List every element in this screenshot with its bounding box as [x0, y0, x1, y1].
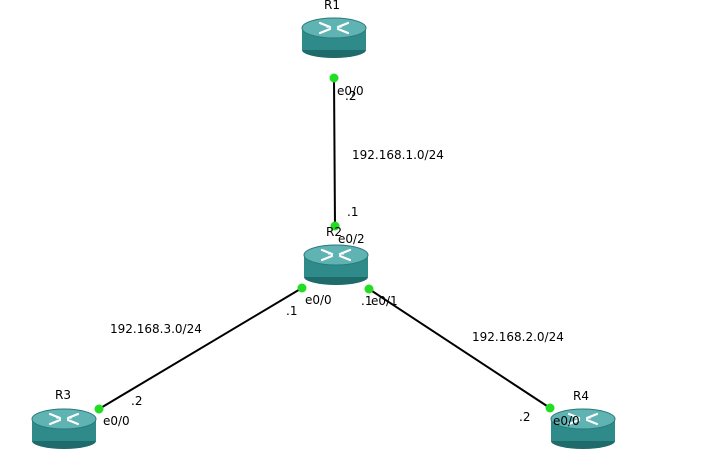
port-status-dot	[297, 283, 307, 293]
interface-label-r2-e02: e0/2	[338, 232, 365, 246]
interface-label-r2-e01: e0/1	[371, 294, 398, 308]
link-r1-r2[interactable]	[333, 77, 336, 227]
interface-label-r4: e0/0	[553, 414, 580, 428]
router-r2[interactable]	[302, 243, 370, 287]
host-label-r2-e02: .1	[347, 205, 359, 219]
port-status-dot	[364, 284, 374, 294]
router-icon	[300, 16, 368, 60]
interface-label-r1: e0/0	[337, 84, 364, 98]
port-status-dot	[545, 403, 555, 413]
links	[98, 77, 551, 410]
router-icon	[302, 243, 370, 287]
interface-label-r3: e0/0	[103, 414, 130, 428]
link-r2-r3[interactable]	[98, 287, 303, 410]
link-r2-r4[interactable]	[368, 288, 551, 409]
router-name-r1: R1	[324, 0, 340, 12]
router-icon	[30, 407, 98, 451]
router-name-r2: R2	[326, 225, 342, 239]
host-label-r2-e01: .1	[361, 294, 373, 308]
port-status-dot	[329, 73, 339, 83]
interface-label-r2-e00: e0/0	[305, 293, 332, 307]
host-label-r1: .2	[345, 89, 357, 103]
network-label-1: 192.168.1.0/24	[352, 148, 444, 162]
router-r1[interactable]	[300, 16, 368, 60]
host-label-r3: .2	[131, 394, 143, 408]
port-status-dot	[330, 221, 340, 231]
router-name-r3: R3	[55, 388, 71, 402]
port-status-dot	[94, 404, 104, 414]
router-r3[interactable]	[30, 407, 98, 451]
network-label-3: 192.168.3.0/24	[110, 322, 202, 336]
host-label-r4: .2	[519, 410, 531, 424]
router-name-r4: R4	[573, 389, 589, 403]
host-label-r2-e00: .1	[286, 304, 298, 318]
network-label-2: 192.168.2.0/24	[472, 330, 564, 344]
port-status-dots	[94, 73, 555, 414]
